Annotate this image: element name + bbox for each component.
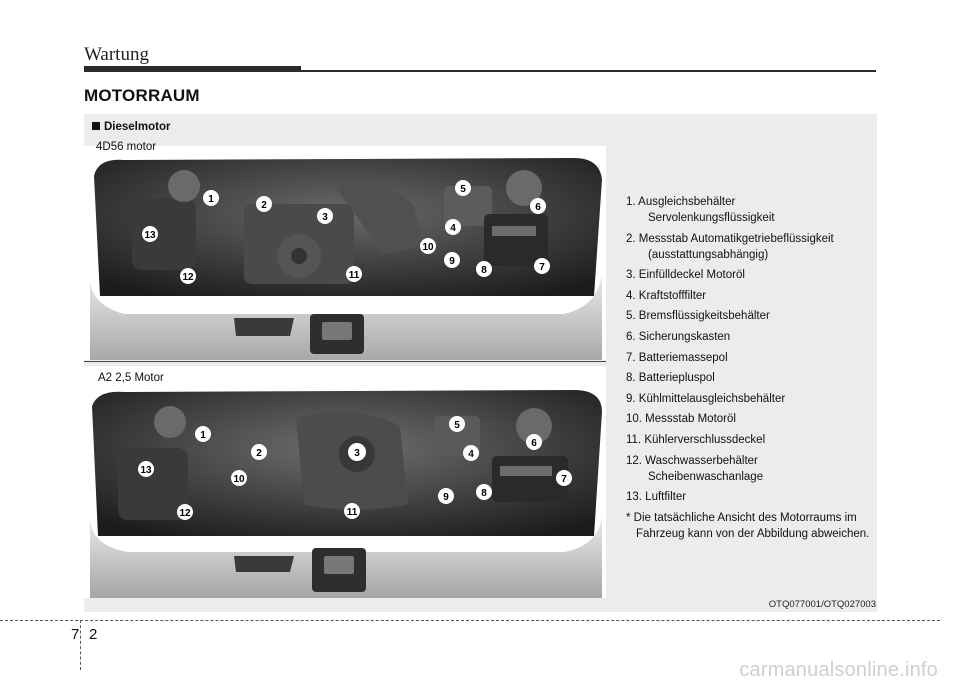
header-rule-thick [84, 66, 301, 72]
header-rule-thin [301, 70, 876, 72]
legend-item: 7. Batteriemassepol [626, 351, 728, 364]
svg-text:3: 3 [354, 448, 360, 459]
chapter-number: 7 [71, 626, 80, 643]
engine-photo-a2: 1 2 3 4 5 6 7 8 9 10 11 12 13 [84, 366, 606, 598]
square-bullet-icon [92, 122, 100, 130]
footer-dashed-rule [0, 620, 940, 621]
svg-text:10: 10 [422, 242, 434, 253]
legend-item: 13. Luftfilter [626, 491, 687, 504]
figure-reference-code: OTQ077001/OTQ027003 [768, 599, 876, 610]
page-number: 2 [89, 626, 98, 643]
svg-text:2: 2 [261, 200, 267, 211]
svg-text:10: 10 [233, 474, 245, 485]
svg-text:13: 13 [144, 230, 156, 241]
svg-text:13: 13 [140, 465, 152, 476]
callout-markers-2: 1 2 3 4 5 6 7 8 9 10 11 12 13 [138, 416, 572, 520]
engine-photo-4d56: 1 2 3 4 5 6 7 8 9 10 11 12 13 [84, 146, 606, 360]
photo-divider [84, 361, 606, 362]
photo-label-4d56: 4D56 motor [96, 141, 157, 153]
panel-heading: Dieselmotor [92, 121, 170, 133]
svg-text:5: 5 [460, 184, 466, 195]
svg-text:12: 12 [179, 508, 191, 519]
svg-text:3: 3 [322, 212, 328, 223]
legend-item: 11. Kühlerverschlussdeckel [626, 433, 766, 446]
svg-text:1: 1 [208, 194, 214, 205]
svg-text:8: 8 [481, 265, 487, 276]
svg-text:7: 7 [539, 262, 545, 273]
legend-note: * Die tatsächliche Ansicht des Motorraum… [626, 511, 870, 540]
panel-heading-text: Dieselmotor [104, 121, 171, 133]
svg-text:1: 1 [200, 430, 206, 441]
svg-text:9: 9 [449, 256, 455, 267]
svg-text:5: 5 [454, 420, 460, 431]
svg-text:12: 12 [182, 272, 194, 283]
engine-illustration-2: 1 2 3 4 5 6 7 8 9 10 11 12 13 [90, 390, 602, 598]
svg-text:7: 7 [561, 474, 567, 485]
legend-item: 2. Messstab Automatikgetriebeflüssigkeit… [626, 232, 834, 261]
svg-text:11: 11 [349, 270, 360, 281]
footer-dashed-separator [80, 620, 81, 670]
svg-text:4: 4 [450, 223, 456, 234]
photo-label-a2: A2 2,5 Motor [98, 372, 164, 384]
svg-text:6: 6 [535, 202, 541, 213]
svg-text:9: 9 [443, 492, 449, 503]
legend-item: 6. Sicherungskasten [626, 330, 731, 343]
legend-item: 8. Batteriepluspol [626, 372, 715, 385]
engine-illustration-1: 1 2 3 4 5 6 7 8 9 10 11 12 13 [89, 158, 603, 360]
legend-item: 9. Kühlmittelausgleichsbehälter [626, 392, 786, 405]
svg-text:6: 6 [531, 438, 537, 449]
header-title: Wartung [84, 44, 149, 65]
legend-item: 3. Einfülldeckel Motoröl [626, 269, 745, 282]
legend-item: 5. Bremsflüssigkeitsbehälter [626, 310, 770, 323]
legend-item: 4. Kraftstofffilter [626, 289, 707, 302]
watermark-text: carmanualsonline.info [739, 659, 938, 681]
section-title: MOTORRAUM [84, 86, 200, 105]
svg-text:4: 4 [468, 449, 474, 460]
svg-text:2: 2 [256, 448, 262, 459]
svg-text:8: 8 [481, 488, 487, 499]
legend-item: 10. Messstab Motoröl [626, 413, 736, 426]
svg-text:11: 11 [347, 507, 358, 518]
callout-markers-1: 1 2 3 4 5 6 7 8 9 10 11 12 13 [142, 180, 550, 284]
